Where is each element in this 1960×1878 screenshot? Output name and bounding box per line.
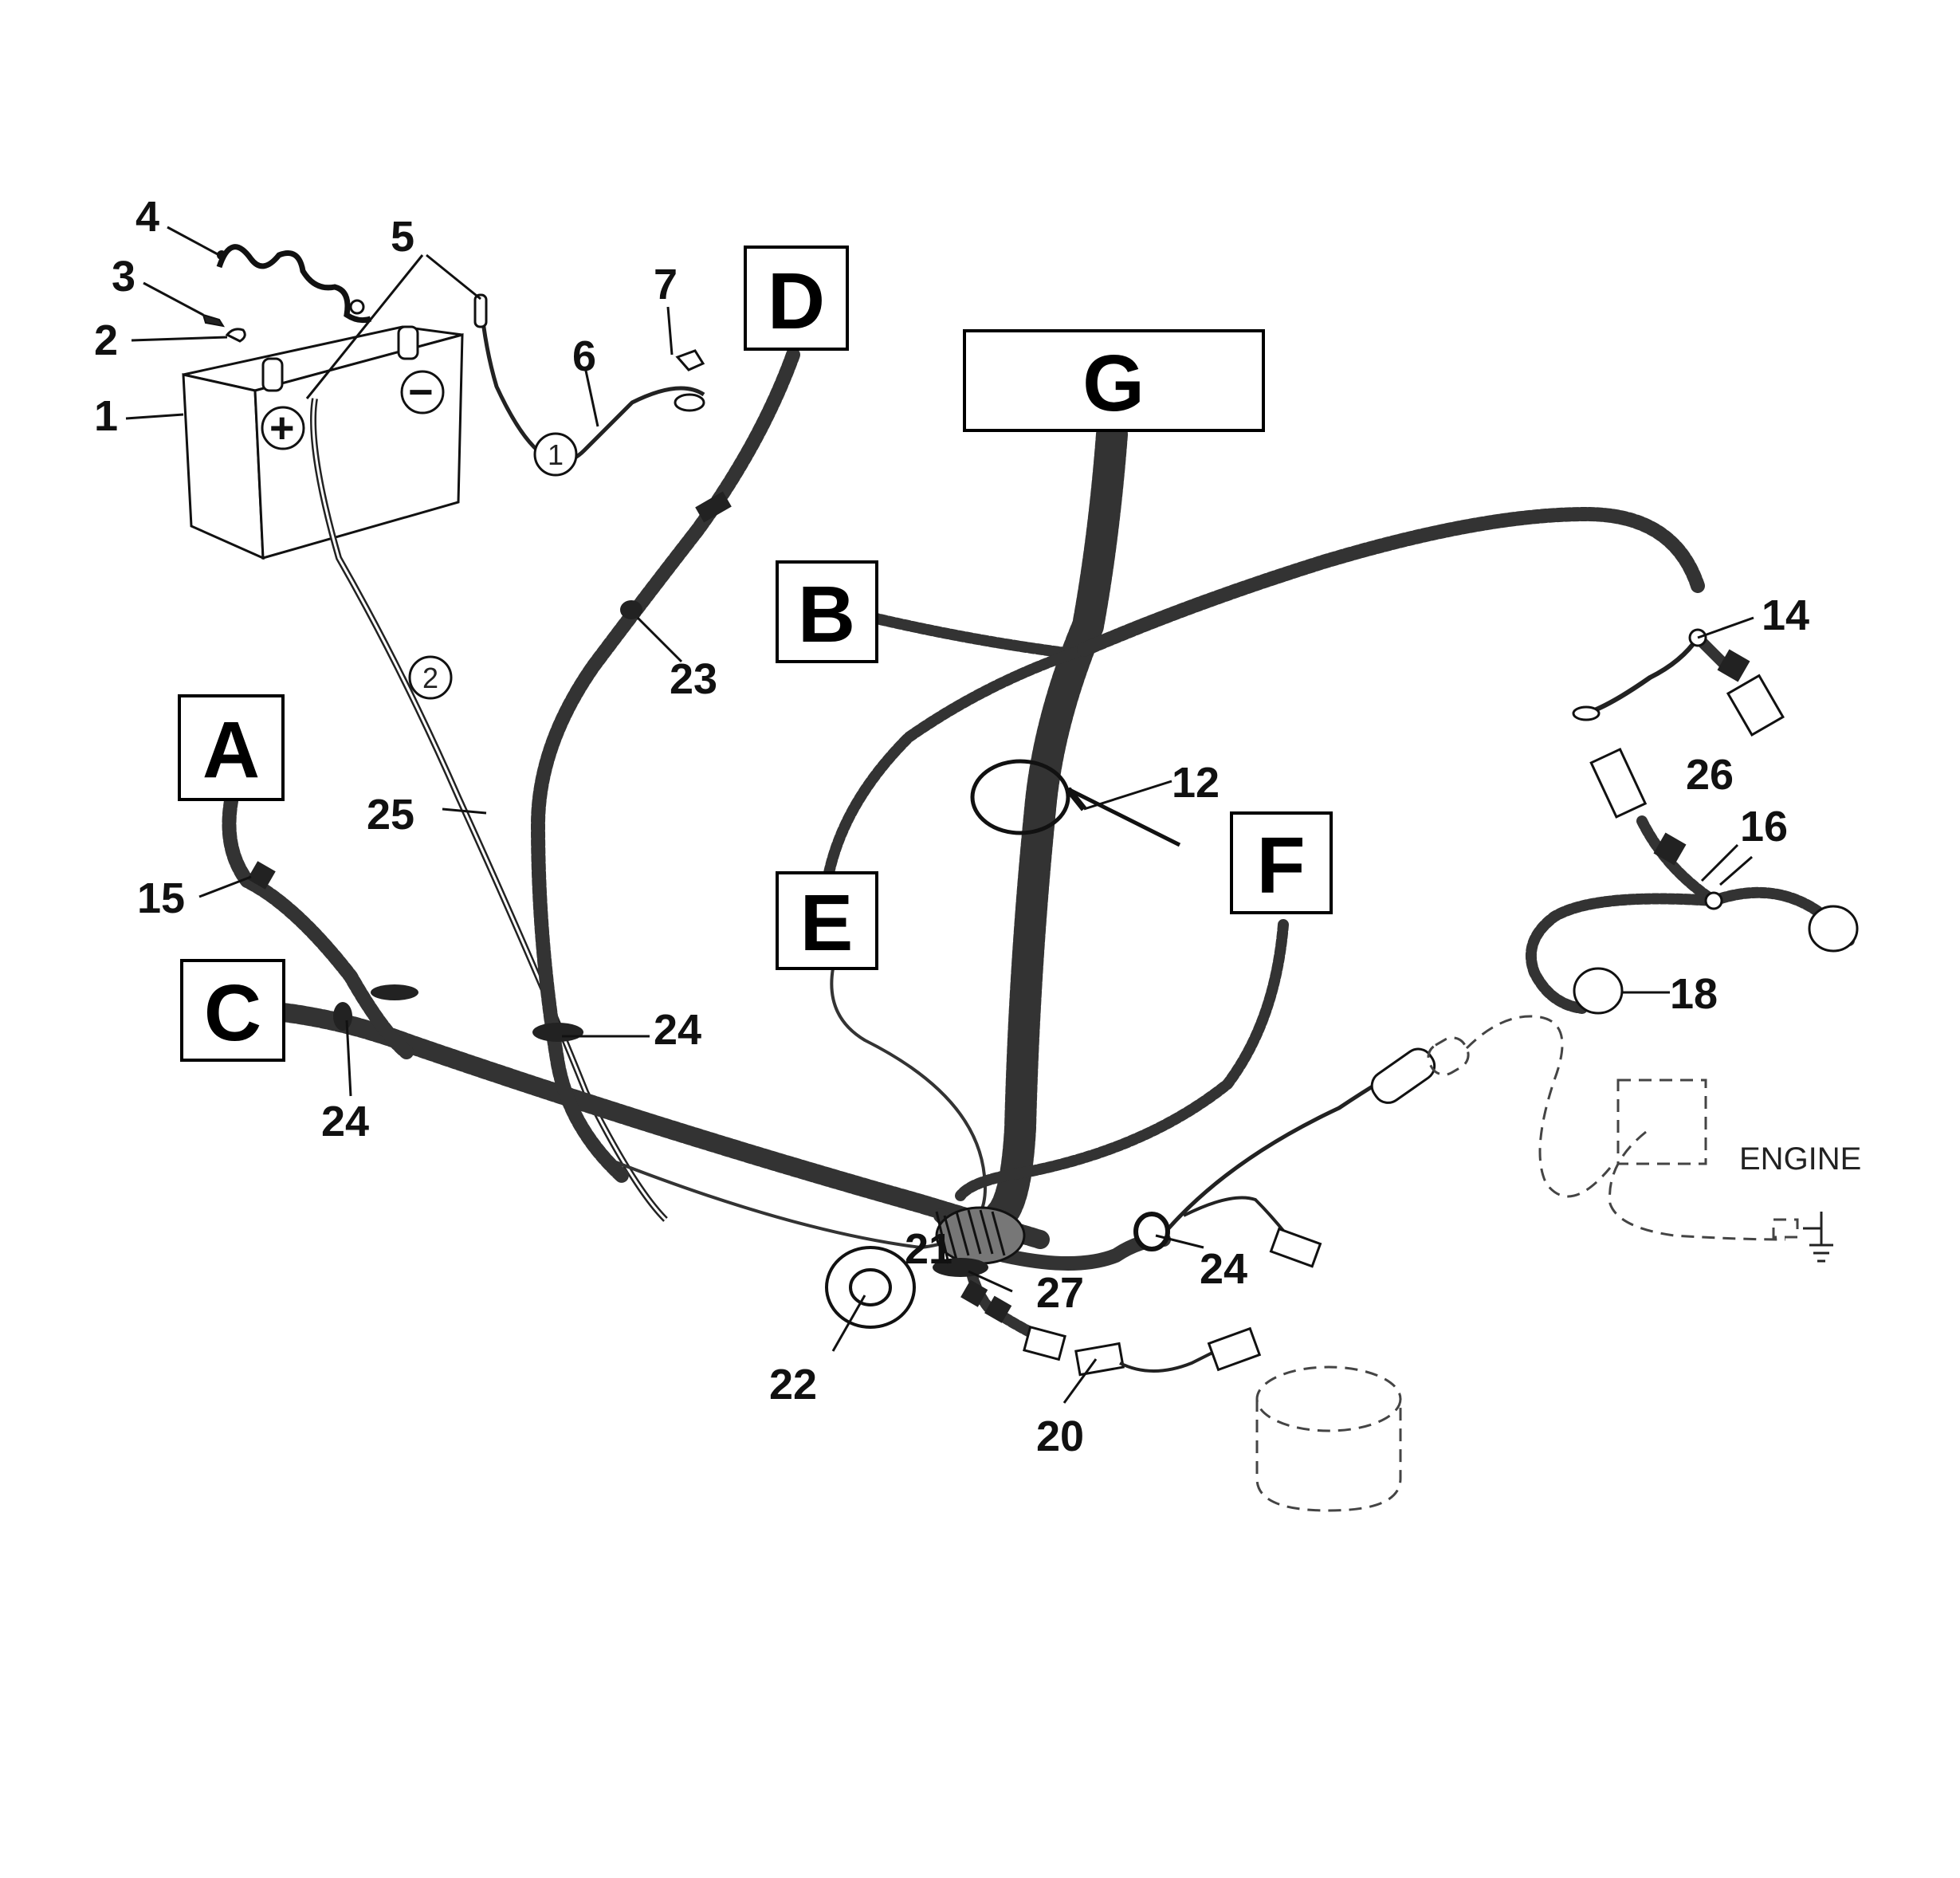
callout-22: 22 xyxy=(769,1361,817,1408)
connector-box-A: A xyxy=(178,694,285,801)
svg-text:2: 2 xyxy=(422,662,438,694)
callout-21: 21 xyxy=(905,1225,953,1273)
callout-27: 27 xyxy=(1036,1269,1084,1317)
callout-14: 14 xyxy=(1762,591,1809,639)
battery-plus-symbol: + xyxy=(269,404,295,452)
harness-clips xyxy=(247,491,1170,1277)
svg-text:C: C xyxy=(204,968,261,1058)
callout-25: 25 xyxy=(367,791,414,839)
callout-18: 18 xyxy=(1670,970,1718,1018)
callout-3: 3 xyxy=(112,253,136,301)
wire-marker-1: 1 xyxy=(533,432,578,477)
callout-24-center: 24 xyxy=(654,1006,701,1054)
callout-numbers: 1 2 3 4 5 6 7 12 14 15 16 18 20 21 22 23… xyxy=(94,193,1809,1460)
connector-box-F: F xyxy=(1230,811,1333,914)
harness-14-connector xyxy=(1572,628,1785,737)
connector-box-E: E xyxy=(776,871,878,970)
callout-4: 4 xyxy=(136,193,159,241)
battery-plus-terminal xyxy=(261,406,305,450)
svg-text:D: D xyxy=(768,257,825,346)
svg-text:1: 1 xyxy=(548,438,564,471)
svg-text:G: G xyxy=(1082,339,1145,428)
battery-hardware xyxy=(202,244,372,343)
spark-plug-lead xyxy=(1154,1047,1436,1268)
svg-text:E: E xyxy=(800,878,854,968)
callout-16: 16 xyxy=(1740,803,1788,851)
grommet-22 xyxy=(825,1246,916,1329)
callout-20: 20 xyxy=(1036,1412,1084,1460)
callout-15: 15 xyxy=(137,874,185,922)
callout-5: 5 xyxy=(391,213,414,261)
callout-24-right: 24 xyxy=(1200,1245,1247,1293)
callout-12: 12 xyxy=(1172,759,1220,807)
positive-cable-25 xyxy=(310,398,668,1222)
callout-6: 6 xyxy=(572,332,596,380)
main-harness xyxy=(222,348,1705,1341)
connector-box-D: D xyxy=(744,246,849,351)
connector-box-G: G xyxy=(963,329,1265,432)
harness-lead-20 xyxy=(960,1279,1262,1377)
battery-minus-terminal xyxy=(400,370,445,414)
wire-marker-2: 2 xyxy=(408,655,453,700)
light-harness-16 xyxy=(1525,748,1859,1015)
svg-text:B: B xyxy=(798,570,855,659)
callout-2: 2 xyxy=(94,316,118,364)
svg-text:A: A xyxy=(202,705,260,795)
callout-23: 23 xyxy=(670,655,717,703)
connector-box-B: B xyxy=(776,560,878,663)
leader-lines xyxy=(125,226,1754,1404)
battery: + − xyxy=(182,325,464,560)
battery-minus-symbol: − xyxy=(408,368,434,416)
connector-box-C: C xyxy=(180,959,285,1062)
callout-26: 26 xyxy=(1686,751,1734,799)
engine-outline: ENGINE xyxy=(1427,1015,1861,1263)
callout-24-left: 24 xyxy=(321,1098,369,1145)
engine-label: ENGINE xyxy=(1739,1141,1861,1177)
callout-1: 1 xyxy=(94,392,118,440)
svg-text:F: F xyxy=(1256,821,1305,910)
component-outline-cylinder xyxy=(1255,1365,1402,1512)
cable-tie-12 xyxy=(970,759,1181,847)
callout-7: 7 xyxy=(654,261,678,308)
